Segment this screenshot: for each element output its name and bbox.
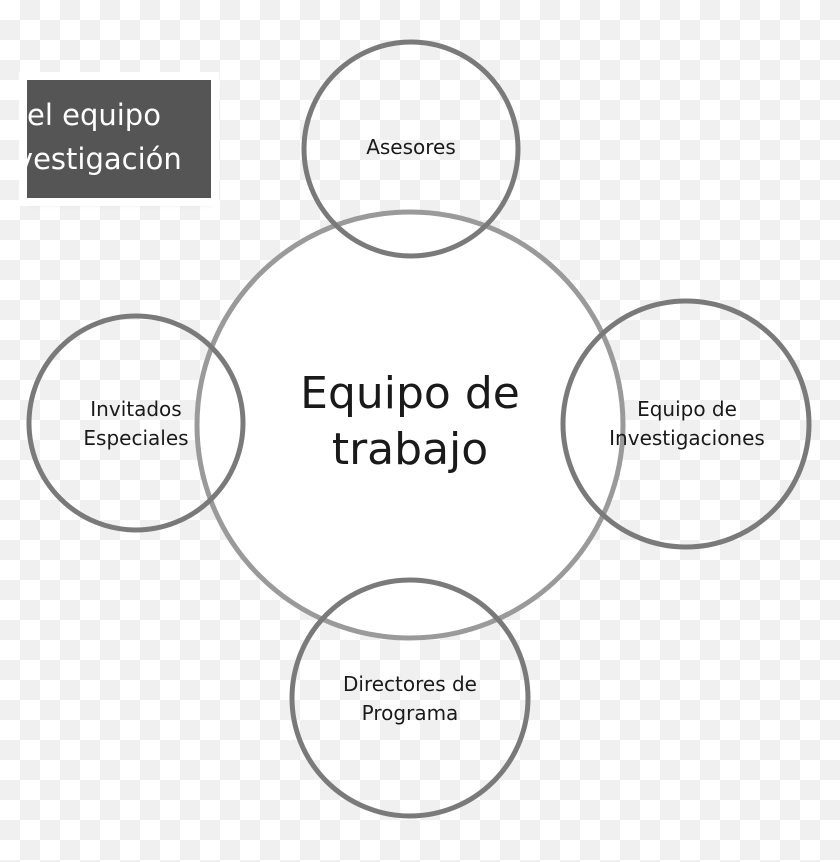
circle-directores-programa [289,577,531,819]
investigaciones-line-2: Investigaciones [609,426,765,450]
title-line-2: Investigación [27,142,182,176]
center-line-1: Equipo de [300,368,520,419]
invitados-line-2: Especiales [83,426,189,450]
circle-equipo-investigaciones [560,298,812,550]
asesores-line-1: Asesores [366,135,456,159]
title-box: el equipo Investigación [19,72,219,206]
center-circle [194,209,626,641]
directores-line-1: Directores de [343,672,477,696]
title-line-1: el equipo [27,98,161,132]
circle-invitados-especiales [26,313,246,533]
directores-line-2: Programa [361,701,459,725]
label-asesores: Asesores [311,133,511,162]
label-directores-programa: Directores de Programa [300,670,520,728]
center-line-2: trabajo [331,424,489,475]
investigaciones-line-1: Equipo de [637,397,737,421]
label-equipo-investigaciones: Equipo de Investigaciones [577,395,797,453]
invitados-line-1: Invitados [90,397,182,421]
label-invitados-especiales: Invitados Especiales [36,395,236,453]
circle-asesores [301,39,521,259]
label-center: Equipo de trabajo [250,366,570,478]
